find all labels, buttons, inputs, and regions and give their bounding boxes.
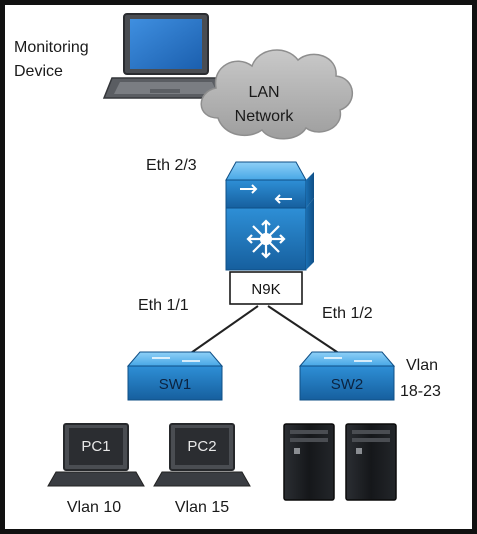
- cloud-label-line1: LAN: [248, 84, 279, 101]
- switch-icon: [126, 351, 224, 401]
- switch-icon: [298, 351, 396, 401]
- n9k-label-box: [229, 271, 303, 305]
- pc1-vlan-label: Vlan 10: [67, 499, 121, 516]
- port-label-eth-1-1: Eth 1/1: [138, 297, 189, 314]
- laptop-icon: [47, 423, 145, 487]
- server-icon: [345, 423, 397, 501]
- pc2-vlan-label: Vlan 15: [175, 499, 229, 516]
- sw2-vlan-label-line1: Vlan: [406, 357, 438, 374]
- cloud-icon: [200, 49, 354, 140]
- port-label-eth-2-3: Eth 2/3: [146, 157, 197, 174]
- cloud-label-line2: Network: [235, 108, 295, 125]
- pc2-label: PC2: [187, 438, 216, 455]
- n9k-label: N9K: [251, 281, 280, 298]
- monitoring-device-label-line2: Device: [14, 63, 63, 80]
- server-icon: [283, 423, 335, 501]
- sw2-label: SW2: [331, 376, 364, 393]
- laptop-icon: [153, 423, 251, 487]
- sw1-label: SW1: [159, 376, 192, 393]
- sw2-vlan-label-line2: 18-23: [400, 383, 441, 400]
- port-label-eth-1-2: Eth 1/2: [322, 305, 373, 322]
- pc1-label: PC1: [81, 438, 110, 455]
- laptop-icon: [102, 13, 232, 99]
- nexus-switch-icon: [225, 161, 314, 271]
- monitoring-device-label-line1: Monitoring: [14, 39, 89, 56]
